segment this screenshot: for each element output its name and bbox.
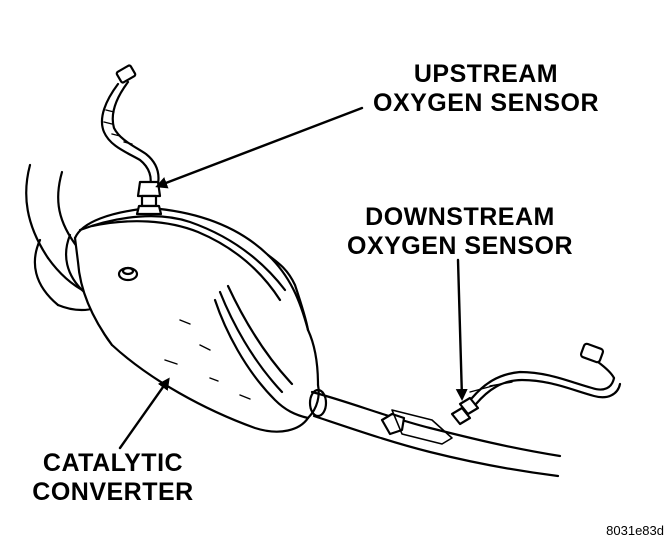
catalytic-label-line1: CATALYTIC [42,449,184,477]
arrow-downstream [455,258,468,401]
arrow-catalytic [118,377,170,450]
downstream-label-line1: DOWNSTREAM [365,203,555,231]
upstream-sensor-label: UPSTREAM OXYGEN SENSOR [356,60,616,118]
upstream-label-line1: UPSTREAM [413,60,559,88]
downstream-oxygen-sensor [450,342,622,426]
arrow-upstream [155,106,364,189]
downstream-label-line2: OXYGEN SENSOR [347,232,573,260]
upstream-oxygen-sensor [100,64,163,216]
converter-body [73,206,320,433]
upstream-label-line2: OXYGEN SENSOR [373,89,599,117]
catalytic-converter-label: CATALYTIC CONVERTER [28,449,198,507]
figure-id: 8031e83d [606,523,664,538]
downstream-sensor-label: DOWNSTREAM OXYGEN SENSOR [340,203,580,261]
outlet-pipe [308,388,562,478]
leader-arrows [118,106,468,450]
catalytic-label-line2: CONVERTER [32,478,194,506]
inlet-pipes [25,163,98,312]
